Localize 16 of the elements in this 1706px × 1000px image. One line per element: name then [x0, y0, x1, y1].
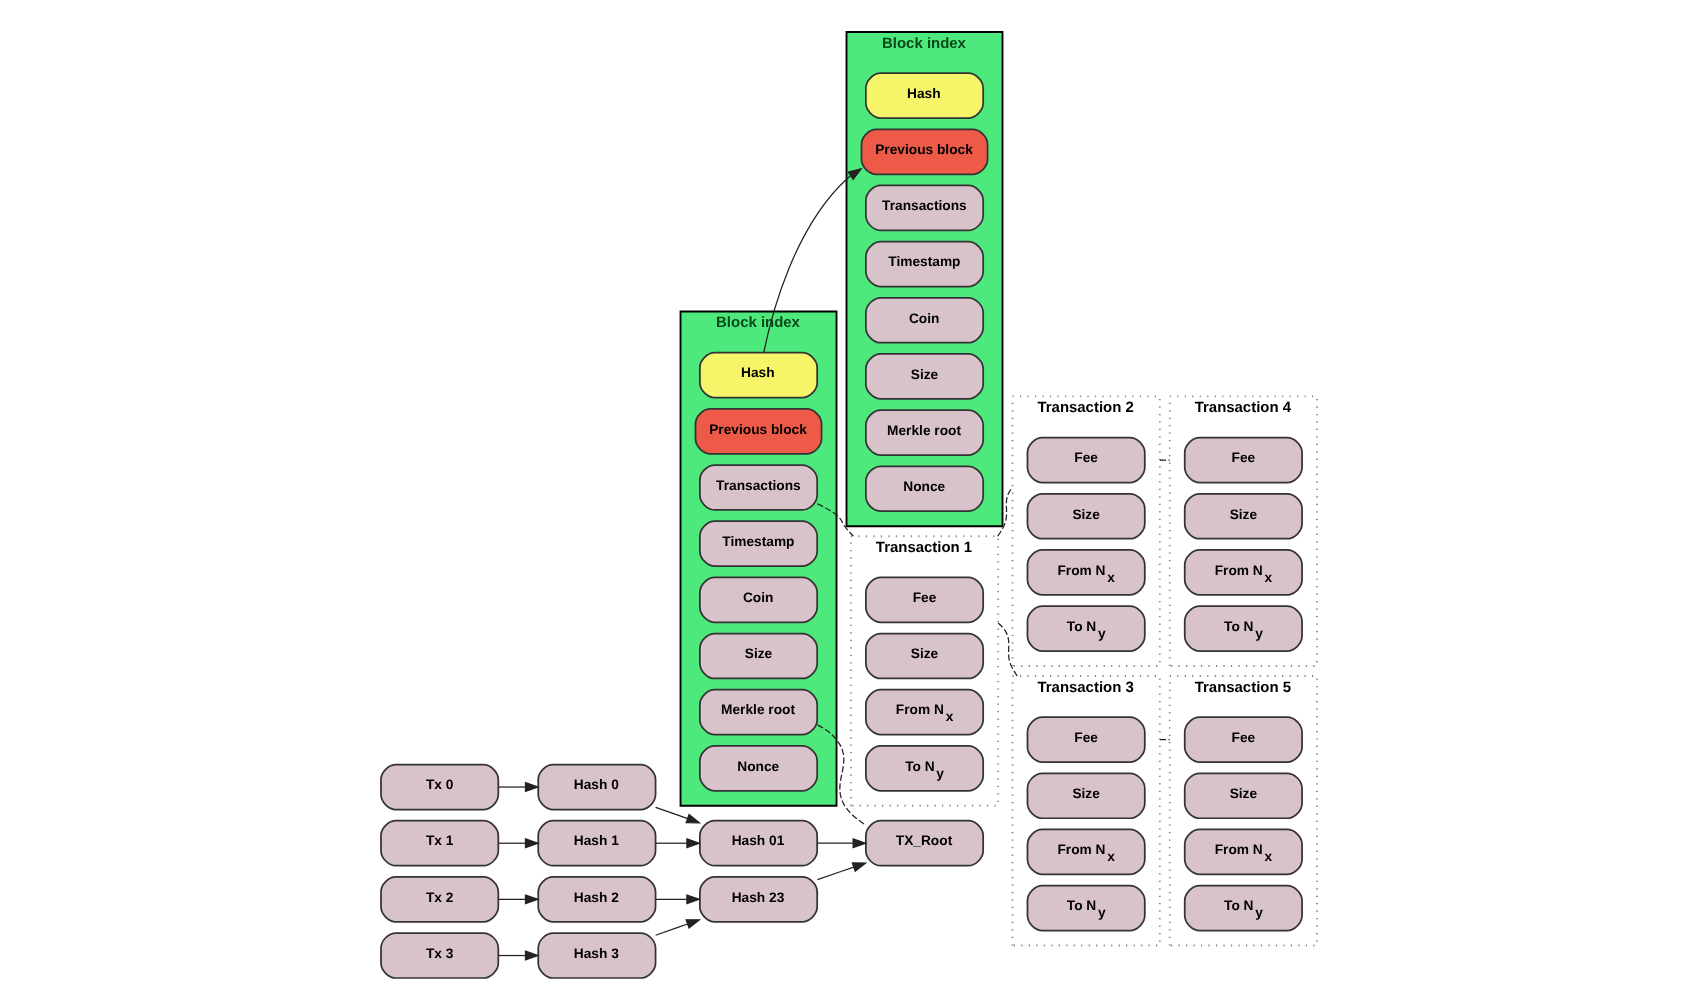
arrow [653, 837, 701, 849]
arrow [762, 167, 862, 354]
arrow [496, 950, 539, 961]
arrow [496, 837, 539, 849]
arrow [815, 862, 867, 881]
arrow [653, 894, 701, 905]
arrow [653, 806, 701, 824]
connector [1158, 459, 1170, 461]
arrow [496, 894, 539, 905]
arrow [496, 781, 539, 793]
connector [815, 503, 853, 537]
connector [996, 486, 1013, 537]
arrow [653, 919, 701, 936]
arrow [815, 837, 867, 849]
connector [996, 622, 1017, 677]
connector [1158, 739, 1170, 741]
